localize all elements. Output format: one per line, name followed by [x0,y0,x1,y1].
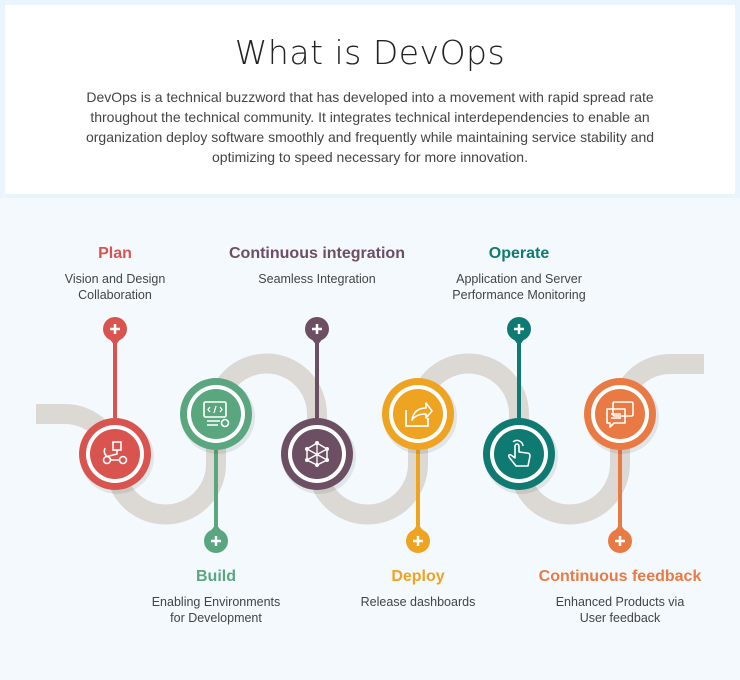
page-title: What is DevOps [234,33,506,72]
devops-flow-graphic [36,317,704,553]
stage-description-line: Seamless Integration [258,272,376,286]
stage-operate [483,317,558,494]
winding-road [36,353,704,525]
stage-description-line: User feedback [579,611,661,625]
touch-hand-icon [507,439,531,467]
stage-description-line: Collaboration [78,288,152,302]
plus-icon[interactable] [211,536,221,546]
stage-description-line: Enhanced Products via [555,595,685,609]
chat-icon [606,401,634,428]
stage-title: Continuous integration [229,245,405,262]
plus-icon[interactable] [413,536,423,546]
stage-build [180,378,255,553]
stage-description-line: Enabling Environments [151,595,281,609]
stage-core [191,389,241,439]
stage-description-line: Release dashboards [360,595,476,609]
stage-plan [79,317,154,494]
network-icon [305,441,329,467]
stage-description: Seamless Integration [217,271,417,287]
stage-core [494,429,544,479]
stage-description-line: for Development [170,611,262,625]
stage-title: Build [196,568,236,585]
header-panel: What is DevOps DevOps is a technical buz… [5,5,735,194]
stage-continuous-feedback [584,378,659,553]
stage-description-line: Application and Server [456,272,582,286]
plus-icon[interactable] [514,324,524,334]
stage-core [393,389,443,439]
code-monitor-icon [203,401,230,428]
workflow-icon [102,441,128,465]
stage-continuous-integration [281,317,356,494]
stage-title: Deploy [391,568,445,585]
stage-title: Operate [488,245,550,262]
share-arrow-icon [405,402,433,427]
plus-icon[interactable] [615,536,625,546]
stage-description: Enabling Environments for Development [116,594,316,626]
stage-title: Plan [98,245,132,262]
plus-icon[interactable] [312,324,322,334]
intro-paragraph: DevOps is a technical buzzword that has … [85,89,655,165]
stage-title: Continuous feedback [538,568,702,585]
plus-icon[interactable] [110,324,120,334]
stage-description-line: Performance Monitoring [452,288,586,302]
stage-description-line: Vision and Design [64,272,166,286]
stage-deploy [382,378,457,553]
stage-description: Release dashboards [318,594,518,610]
